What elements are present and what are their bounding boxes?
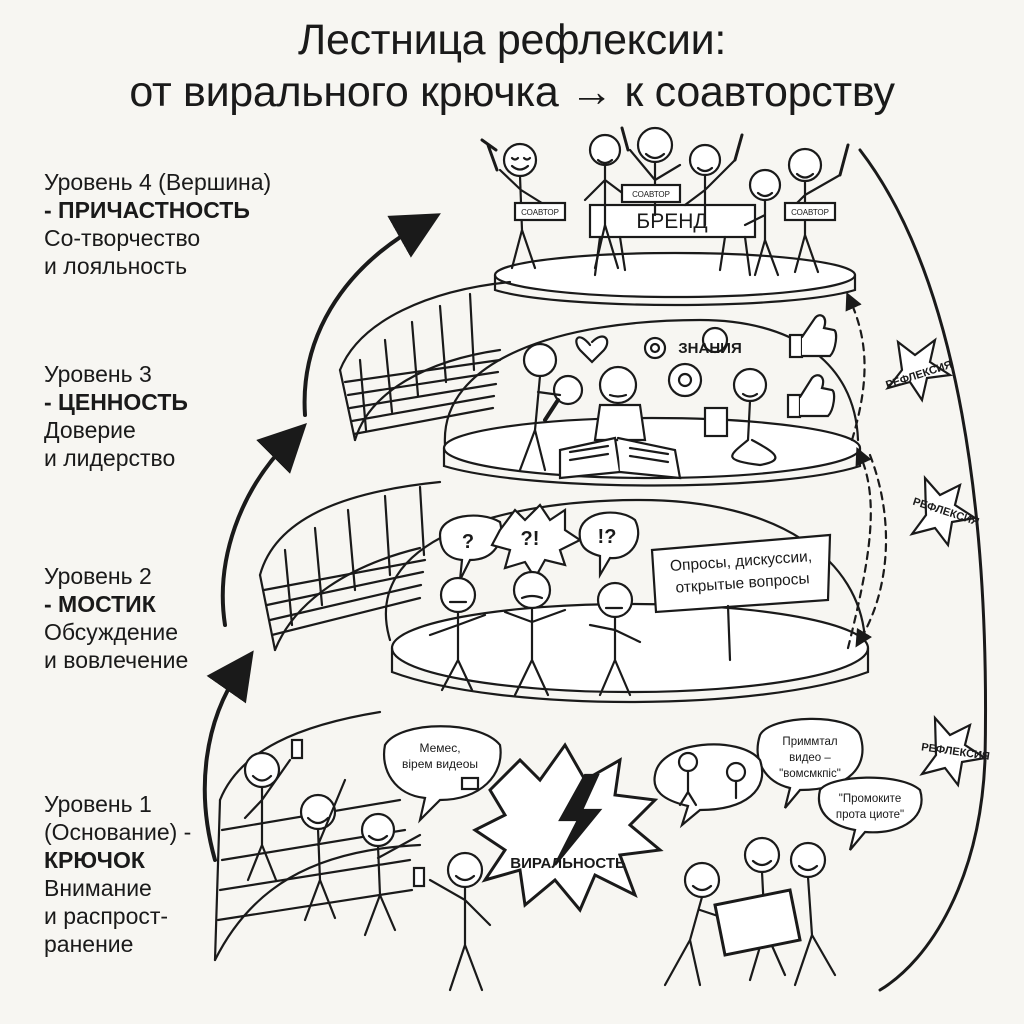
bubble-burst-text: ?! (521, 528, 540, 550)
virality-burst (472, 742, 664, 913)
level-4-desc-2: и лояльность (44, 253, 188, 279)
speech-bubble-video (756, 717, 864, 809)
bubble-memes-line-2: вірем видеоы (402, 757, 478, 771)
level-2-desc-2: и вовлечение (44, 647, 189, 673)
bubble-promo-line-1: "Промоките (839, 793, 901, 805)
platform-level-2 (384, 498, 870, 704)
bubble-question-2-text: !? (598, 526, 617, 548)
heart-icon (575, 335, 609, 364)
open-book-icon (558, 436, 682, 480)
reflection-dashed-arrow-3 (855, 453, 888, 648)
virality-label: ВИРАЛЬНОСТЬ (510, 855, 626, 872)
speech-bubble-burst (490, 503, 583, 581)
coauthor-badge-3-label: СОАВТОР (791, 208, 829, 217)
figure-l4-3 (620, 126, 682, 217)
magnifier-icon (543, 374, 584, 422)
level-4-name: - ПРИЧАСТНОСТЬ (44, 197, 250, 223)
reflection-dashed-arrow-1 (846, 446, 872, 650)
right-side-arrow (858, 148, 988, 992)
figure-l3-reader (593, 365, 647, 442)
growth-arrow-2 (220, 423, 307, 627)
discussion-sign (650, 533, 832, 662)
figure-l2-center (503, 570, 567, 697)
level-2-desc-1: Обсуждение (44, 619, 179, 645)
level-1-heading-2: (Основание) - (44, 819, 192, 845)
level-4-heading: Уровень 4 (Вершина) (44, 169, 272, 195)
bubble-promo-line-2: прота циоте" (836, 809, 904, 821)
brand-table (588, 203, 757, 277)
speech-bubble-question-2 (578, 511, 640, 580)
speech-bubble-memes (382, 725, 502, 824)
coauthor-badge-2 (620, 183, 682, 204)
knowledge-label: ЗНАНИЯ (678, 340, 741, 357)
figure-l1-center (412, 851, 492, 992)
figure-l1-laughing (299, 778, 347, 922)
bubble-question-1-text: ? (462, 531, 474, 553)
figure-l4-4 (683, 133, 744, 227)
level-3-desc-1: Доверие (44, 417, 136, 443)
reflection-dashed-arrow-2 (845, 291, 866, 442)
level-3-desc-2: и лидерство (44, 445, 176, 471)
level-3-name: - ЦЕННОСТЬ (44, 389, 188, 415)
bubble-video-line-1: Приммтал (782, 736, 837, 748)
brand-label: БРЕНД (636, 210, 707, 233)
speech-bubble-promo (817, 776, 923, 851)
gear-icon (643, 326, 729, 398)
figure-l1-phone (243, 738, 304, 882)
level-2-heading: Уровень 2 (44, 563, 152, 589)
speech-bubble-question-1 (438, 514, 503, 581)
thumbs-up-icon (786, 314, 838, 419)
title-line-2: от вирального крючка → к соавторству (129, 68, 895, 116)
tablet-device (713, 888, 802, 957)
figure-l2-left (428, 576, 487, 692)
reflection-star-1 (885, 337, 954, 403)
level-1-name: КРЮЧОК (44, 847, 145, 873)
level-1-desc-2: и распрост- (44, 903, 169, 929)
growth-arrow-3 (302, 213, 441, 417)
coauthor-badge-1 (513, 201, 567, 222)
bubble-memes-line-1: Мемес, (419, 741, 460, 755)
growth-arrow-1 (202, 650, 254, 862)
level-1-heading: Уровень 1 (44, 791, 152, 817)
level-4-label: Уровень 4 (Вершина) - ПРИЧАСТНОСТЬ Со-тв… (44, 168, 294, 280)
coauthor-badge-3 (783, 201, 837, 222)
level-1-desc-3: ранение (44, 931, 134, 957)
level-3-label: Уровень 3 - ЦЕННОСТЬ Доверие и лидерство (44, 360, 294, 472)
diagram-title: Лестница рефлексии: от вирального крючка… (0, 14, 1024, 118)
level-1-label: Уровень 1 (Основание) - КРЮЧОК Внимание … (44, 790, 294, 958)
bubble-video-line-2: видео – (789, 752, 831, 764)
level-1-desc-1: Внимание (44, 875, 152, 901)
coauthor-badge-1-label: СОАВТОР (521, 208, 559, 217)
reflection-star-3 (919, 714, 988, 788)
stair-section-upper (338, 280, 512, 442)
bubble-video-line-3: "вомсмкпіс" (779, 768, 841, 780)
stair-section-middle (258, 480, 442, 652)
figure-l4-5 (743, 168, 782, 277)
level-3-heading: Уровень 3 (44, 361, 152, 387)
figure-l3-searcher (518, 342, 562, 472)
title-line-1: Лестница рефлексии: (298, 16, 726, 64)
speech-bubble-stickmen (653, 743, 764, 829)
reflection-star-2 (909, 474, 978, 548)
level-2-name: - МОСТИК (44, 591, 156, 617)
figure-l1-pointing (360, 812, 422, 937)
figure-l3-tablet (703, 367, 777, 467)
figure-l4-2 (583, 133, 627, 270)
level-4-desc-1: Со-творчество (44, 225, 201, 251)
coauthor-badge-2-label: СОАВТОР (632, 190, 670, 199)
platform-level-4 (493, 251, 857, 307)
figure-l2-right (588, 581, 642, 697)
level-2-label: Уровень 2 - МОСТИК Обсуждение и вовлечен… (44, 562, 294, 674)
